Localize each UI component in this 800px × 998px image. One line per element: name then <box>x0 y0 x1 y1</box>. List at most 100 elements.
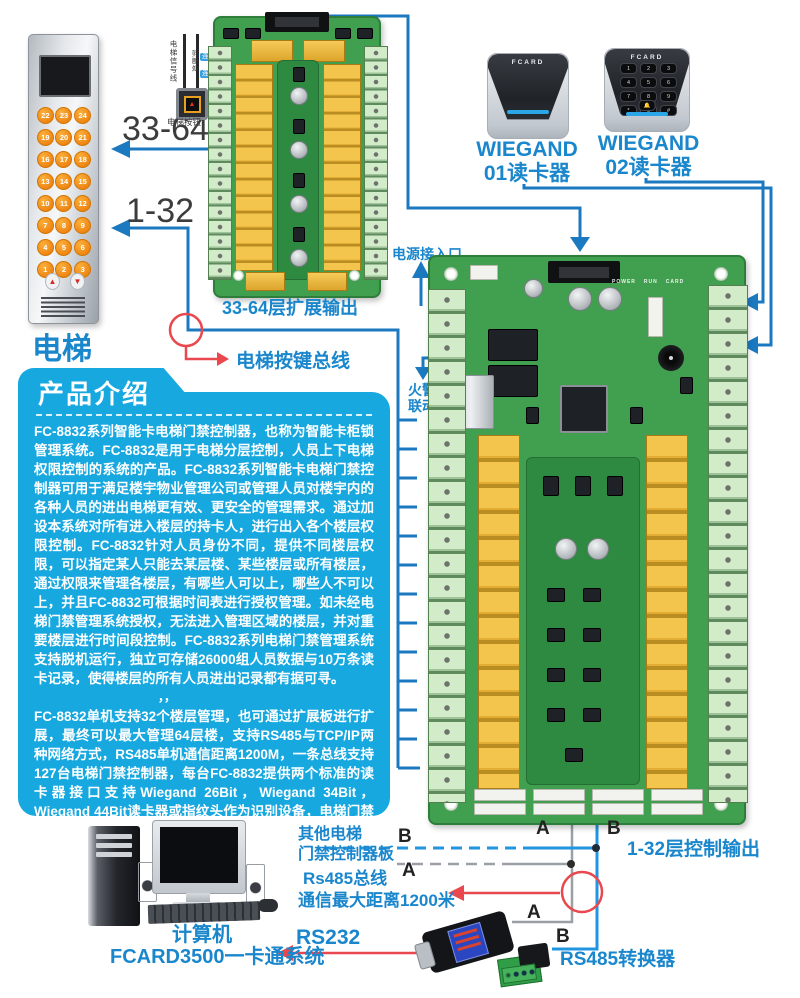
elevator-floor-button: 21 <box>74 129 92 146</box>
pin-header <box>648 297 663 337</box>
expansion-terminals-right <box>364 46 388 280</box>
buzzer <box>658 345 684 371</box>
status-led-labels: POWER RUN CARD <box>612 279 684 285</box>
speaker-right <box>246 864 265 904</box>
elevator-key-bus-label: 电梯按键总线 <box>236 351 351 372</box>
elevator-floor-button: 12 <box>74 195 92 212</box>
bottom-output-connectors <box>474 789 703 801</box>
reader-02-brand: FCARD <box>630 54 664 61</box>
keypad-key: 9 <box>660 91 677 102</box>
elevator-floor-button: 24 <box>74 107 92 124</box>
expansion-center-strip <box>277 60 319 280</box>
expansion-relay <box>307 272 347 291</box>
keypad-key: 1 <box>620 63 637 74</box>
intro-title: 产品介绍 <box>38 379 151 409</box>
rs485-converter-label: RS485转换器 <box>560 949 676 970</box>
elevator-button-label: 电梯按钮 <box>167 117 202 127</box>
keypad-key: # <box>660 105 677 116</box>
reader-01-brand: FCARD <box>511 59 545 66</box>
expansion-relay <box>245 272 285 291</box>
main-center-strip <box>526 457 640 785</box>
expansion-relay <box>303 40 345 62</box>
led-label: RUN <box>643 279 658 285</box>
led-label: CARD <box>665 279 685 285</box>
signal-wire-right <box>196 34 199 89</box>
range-1-32-label: 1-32 <box>126 192 195 230</box>
elevator-down-button: ▼ <box>70 273 85 290</box>
reader-01: FCARD <box>487 53 569 139</box>
wire-a-tag-top: A <box>536 818 550 839</box>
elevator-floor-button: 16 <box>36 151 54 168</box>
elevator-floor-button: 5 <box>55 239 73 256</box>
intro-feature-item: ●系统可以扩展到64层楼管理容量 <box>167 918 384 934</box>
keypad-key: 7 <box>620 91 637 102</box>
wire-a-tag-mid: A <box>402 860 416 881</box>
bullet-icon: ● <box>167 898 174 908</box>
signal-wire-left <box>183 34 186 89</box>
elevator-floor-button: 8 <box>55 217 73 234</box>
rs485-distance-label: 通信最大距离1200米 <box>298 891 455 910</box>
wire-b-tag-top: B <box>607 818 621 839</box>
expansion-board <box>208 12 388 298</box>
keypad-key: 5 <box>640 77 657 88</box>
mouse <box>258 899 278 912</box>
computer-monitor <box>152 820 246 894</box>
bullet-icon: ● <box>167 920 174 930</box>
relay-black <box>488 365 538 397</box>
elevator-floor-button: 11 <box>55 195 73 212</box>
keypad-bell-key: 🔔 <box>638 100 656 111</box>
elevator-floor-button: 15 <box>74 173 92 190</box>
main-terminals-right <box>708 285 748 803</box>
elevator-floor-button: 23 <box>55 107 73 124</box>
main-terminals-left <box>428 289 466 803</box>
cut-point-label: 剪断处 <box>190 50 197 73</box>
elevator-floor-button: 13 <box>36 173 54 190</box>
main-relay-column-left <box>478 435 520 789</box>
elevator-floor-button: 6 <box>74 239 92 256</box>
keypad-key: 3 <box>660 63 677 74</box>
relay-black <box>488 329 538 361</box>
wire-b-tag-mid: B <box>398 826 412 847</box>
elevator-floor-button: 2 <box>55 261 73 278</box>
elevator-label: 电梯 <box>32 333 92 366</box>
expansion-board-label: 33-64层扩展输出 <box>222 298 359 318</box>
rs485-terminal-adapter <box>496 942 553 988</box>
elevator-arrow-buttons: ▲ ▼ <box>45 273 85 290</box>
product-intro-box: FC-8832系列智能卡电梯门禁控制器，也称为智能卡柜锁管理系统。FC-8832… <box>18 392 390 934</box>
keypad-key: 4 <box>620 77 637 88</box>
elevator-floor-button: 20 <box>55 129 73 146</box>
elevator-floor-button: 7 <box>36 217 54 234</box>
led-label: POWER <box>612 279 636 285</box>
elevator-floor-button: 4 <box>36 239 54 256</box>
elevator-up-button: ▲ <box>45 273 60 290</box>
elevator-floor-button: 19 <box>36 129 54 146</box>
elevator-floor-button: 22 <box>36 107 54 124</box>
elevator-button-icon: ▲ <box>176 88 208 120</box>
main-relay-column-right <box>646 435 688 789</box>
elevator-floor-button: 18 <box>74 151 92 168</box>
main-output-label: 1-32层控制输出 <box>627 839 761 860</box>
computer-tower <box>88 826 140 926</box>
expansion-relay <box>251 40 293 62</box>
elevator-floor-button: 9 <box>74 217 92 234</box>
intro-paragraph-2: FC-8832单机支持32个楼层管理，也可通过扩展板进行扩展，最终可以最大管理6… <box>34 709 374 857</box>
elevator-floor-button: 14 <box>55 173 73 190</box>
rs485-bus-label: Rs485总线 <box>303 869 388 888</box>
rs232-label: RS232 <box>296 926 361 949</box>
main-idc-connector <box>548 261 620 283</box>
keypad-key: 2 <box>640 63 657 74</box>
power-connector <box>470 265 498 280</box>
wire-a-tag-low: A <box>527 902 541 923</box>
expansion-relay-column-left <box>235 64 273 271</box>
elevator-floor-button: 17 <box>55 151 73 168</box>
expansion-idc-connector <box>265 12 329 32</box>
wire-b-tag-low: B <box>556 926 570 947</box>
